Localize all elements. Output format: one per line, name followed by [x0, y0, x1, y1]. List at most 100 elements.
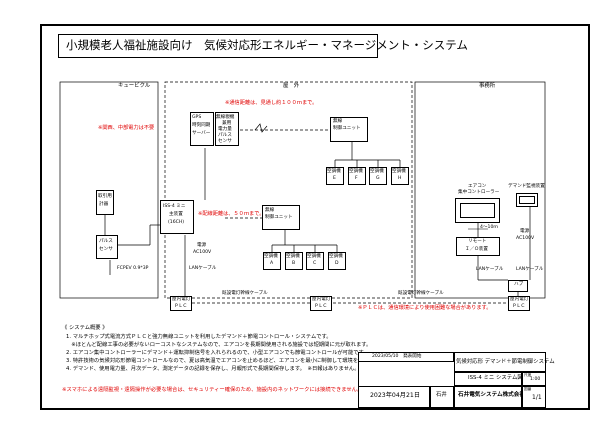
aircon-g-label: 空調機: [370, 169, 384, 174]
aircon-a: [263, 252, 281, 270]
title-block-company: 石井電気システム株式会社: [458, 392, 525, 398]
aircon-a-label: 空調機: [264, 254, 278, 259]
gps-line-1: GPS: [192, 115, 202, 120]
slave-unit-line-1: 無線: [333, 119, 343, 124]
plc-left-1: 屋内電灯: [172, 297, 191, 302]
hub-label: ハブ: [514, 282, 524, 287]
wiring-distance-note: ※配線距離は、５０ｍまで。: [198, 211, 265, 217]
monitor-screen: [460, 203, 495, 218]
title-block-model: ISS-4 ミニ システム図: [468, 375, 523, 381]
summary-item-2: ※ほとんど配線工事の必要がないローコストなシステムなので、エアコンを長期間使用さ…: [66, 342, 372, 348]
title-frame: [58, 34, 378, 58]
aircon-h: [391, 167, 409, 185]
pulse-line-2: センサ: [99, 247, 113, 252]
pulse-line-1: パルス: [99, 239, 113, 244]
remote-io-line-2: Ｉ／Ｏ装置: [465, 247, 488, 252]
remote-io-line-1: リモート: [468, 239, 487, 244]
summary-item-4: 3. 特許技術の気候対応形節電コントロールなので、夏は高気温でエアコンを止めるほ…: [66, 358, 396, 364]
aircon-e-label: 空調機: [327, 169, 341, 174]
demand-monitor-screen: [519, 196, 535, 204]
title-block-model-cell: [454, 372, 522, 386]
office-power-2: AC100V: [516, 236, 535, 241]
title-block-sheet-cell: [522, 386, 546, 408]
aircon-c: [306, 252, 324, 270]
aircon-f-label: 空調機: [349, 169, 363, 174]
gps-line-2: 時刻同期: [192, 123, 211, 128]
drawing-sheet: [40, 24, 590, 410]
aircon-f: [348, 167, 366, 185]
summary-item-1: 1. マルチホップ式電流方式ＰＬＣと強力無線ユニットを利用したデマンド＋節電コン…: [66, 334, 332, 340]
aircon-c-label: 空調機: [307, 254, 321, 259]
wireless-control-unit-bottom: [262, 205, 300, 230]
title-block-drawn-cell: [430, 386, 454, 408]
iss-power-2: AC100V: [193, 250, 212, 255]
sensor-line-5: センサ: [218, 139, 232, 144]
zone-label-outdoor: 屋 外: [283, 83, 300, 89]
plc-center-1: 屋内電灯: [312, 297, 331, 302]
aircon-d-label: 空調機: [329, 254, 343, 259]
lan-cable-2: LANケーブル: [476, 267, 504, 272]
remote-io-unit: [456, 237, 500, 256]
gps-server-box: [190, 112, 214, 146]
sensor-line-3: 電力量: [218, 127, 232, 132]
power-line-label-2: 既設電灯幹線ケーブル: [398, 291, 444, 296]
wireless-unit-line-1: 無線: [265, 208, 275, 213]
plc-left-2: P L C: [175, 304, 187, 309]
aircon-b-label: 空調機: [286, 254, 300, 259]
lan-cable-3: LANケーブル: [516, 267, 544, 272]
aircon-d-id: D: [335, 261, 339, 266]
aircon-a-id: A: [270, 261, 274, 266]
iss-line-2: 主装置: [169, 212, 183, 217]
remote-note: ※スマホによる遠隔監視・遠隔操作が必要な場合は、セキュリティー確保のため、施設内…: [62, 387, 363, 393]
title-block-date-small: 2023/05/10 発表開始: [372, 354, 422, 359]
page-title: 小規模老人福祉施設向け 気候対応形エネルギー・マネージメント・システム: [66, 38, 468, 52]
iss-power-1: 電源: [197, 243, 207, 248]
aircon-c-id: C: [313, 261, 317, 266]
summary-item-5: 4. デマンド、使用電力量、月次データ、測定データの記録を保存し、月報形式で長期…: [66, 366, 360, 372]
gps-line-3: サーバー: [192, 131, 211, 136]
title-block-scale-label: 尺度: [524, 373, 532, 377]
iss-main-unit: [160, 200, 194, 234]
plc-center: [310, 296, 332, 311]
aircon-b: [285, 252, 303, 270]
monitor-label-2: 集中コントローラー: [458, 190, 500, 195]
kansai-note: ※関西、中部電力は不要: [98, 125, 155, 131]
title-block-company-cell: [454, 386, 522, 408]
zone-label-cubicle: キュービクル: [118, 83, 151, 89]
aircon-g: [369, 167, 387, 185]
summary-heading: 《 システム概要 》: [62, 325, 108, 331]
iss-line-1: ISS-4 ミニ: [163, 204, 186, 209]
title-block-scale: 1:00: [530, 377, 541, 382]
office-power-1: 電源: [520, 229, 530, 234]
title-block-date-cell-main: [358, 386, 430, 408]
aircon-b-id: B: [292, 261, 296, 266]
aircon-g-id: G: [376, 176, 380, 181]
monitor-label-1: エアコン: [468, 184, 487, 189]
iss-line-3: (16CH): [168, 220, 185, 225]
pulse-sensor: [96, 235, 118, 259]
title-block-sheet: 1/1: [532, 394, 542, 401]
title-block-product-cell: [454, 352, 546, 372]
plc-right-1: 屋内電灯: [510, 297, 529, 302]
zone-label-office: 事務所: [479, 83, 496, 89]
title-block-product: 気候対応形 デマンド＋節電制御システム: [456, 359, 555, 365]
wireless-sensor-box: [215, 112, 239, 146]
trade-meter: [96, 190, 114, 215]
title-block-sheet-label: 図番: [524, 387, 532, 391]
title-block-date-cell: [358, 352, 454, 362]
sensor-line-2: 兼用: [222, 121, 232, 126]
plc-left: [170, 296, 192, 311]
wireless-unit-line-2: 制御ユニット: [265, 215, 293, 220]
plc-note: ※ＰＬＣは、通信環境により使用困難な場合があります。: [358, 305, 492, 311]
power-line-label-1: 既設電灯幹線ケーブル: [222, 291, 268, 296]
lan-cable-1: LANケーブル: [189, 266, 217, 271]
title-block-scale-cell: [522, 372, 546, 386]
plc-right-2: P L C: [513, 304, 525, 309]
aircon-e: [326, 167, 344, 185]
slave-unit-line-2: 制御ユニット: [333, 126, 361, 131]
network-hub: [508, 280, 528, 292]
sensor-line-1: 無線親機: [216, 115, 235, 120]
aircon-f-id: F: [355, 176, 358, 181]
wireless-control-unit-top: [330, 117, 368, 142]
aircon-h-label: 空調機: [392, 169, 406, 174]
